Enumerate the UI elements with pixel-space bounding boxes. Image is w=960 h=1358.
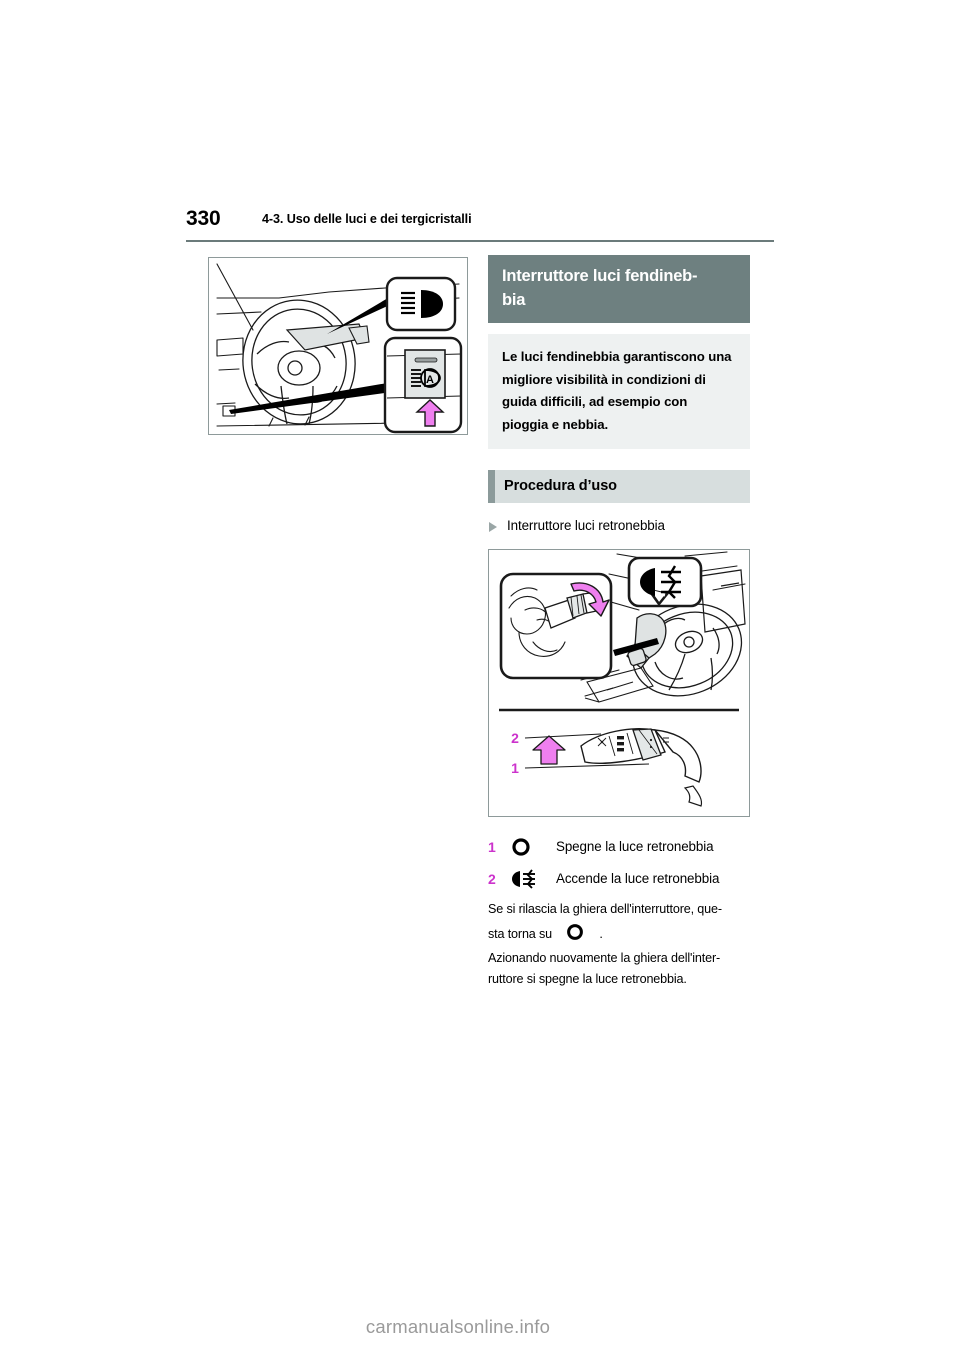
- figure-headlight-switch: A: [208, 257, 468, 435]
- callout-text: Accende la luce retronebbia: [556, 871, 720, 886]
- triangle-bullet-icon: [489, 522, 497, 532]
- paragraph-operate-again: Azionando nuovamente la ghiera dell'inte…: [488, 948, 750, 989]
- callout-number: 1: [488, 839, 496, 855]
- bullet-label: Interruttore luci retronebbia: [507, 518, 665, 533]
- callout-list: 1 Spegne la luce retronebbia 2: [488, 831, 750, 895]
- svg-text:2: 2: [511, 730, 519, 746]
- callout-text: Spegne la luce retronebbia: [556, 839, 714, 854]
- rear-fog-lamp-icon: [510, 868, 556, 890]
- ring-off-icon: [510, 836, 556, 858]
- chapter-title: 4-3. Uso delle luci e dei tergicristalli: [262, 212, 472, 226]
- page-header: 330 4-3. Uso delle luci e dei tergicrist…: [186, 206, 774, 238]
- paragraph-period: .: [599, 926, 603, 941]
- subsection-procedura-uso: Procedura d’uso: [488, 470, 750, 503]
- left-column: A: [208, 257, 468, 435]
- section-intro: Le luci fendinebbia garantiscono una mig…: [488, 334, 750, 449]
- svg-text:A: A: [426, 374, 434, 386]
- section-title-line2: bia: [502, 291, 526, 309]
- paragraph-line-1: Azionando nuovamente la ghiera dell'inte…: [488, 951, 721, 965]
- callout-number: 2: [488, 871, 496, 887]
- paragraph-release-ring: Se si rilascia la ghiera dell'interrutto…: [488, 899, 750, 920]
- footer-watermark: carmanualsonline.info: [365, 1316, 551, 1337]
- svg-text:1: 1: [511, 760, 519, 776]
- figure-fog-stalk: 2 1: [488, 549, 750, 817]
- paragraph-line-2: ruttore si spegne la luce retronebbia.: [488, 971, 687, 986]
- callout-row: 1 Spegne la luce retronebbia: [488, 831, 750, 863]
- bullet-interruttore-retronebbia: Interruttore luci retronebbia: [488, 517, 750, 535]
- paragraph-release-ring-cont: sta torna su .: [488, 922, 750, 945]
- paragraph-line-1: Se si rilascia la ghiera dell'interrutto…: [488, 902, 722, 916]
- header-divider: [186, 240, 774, 242]
- section-title-bar: Interruttore luci fendineb- bia: [488, 255, 750, 323]
- paragraph-line-2: sta torna su: [488, 926, 553, 941]
- ring-off-icon: [565, 922, 585, 942]
- right-column: Interruttore luci fendineb- bia Le luci …: [488, 255, 750, 989]
- section-title-line1: Interruttore luci fendineb-: [502, 267, 698, 285]
- callout-row: 2 Accende la luce retronebbia: [488, 863, 750, 895]
- page-number: 330: [186, 207, 221, 230]
